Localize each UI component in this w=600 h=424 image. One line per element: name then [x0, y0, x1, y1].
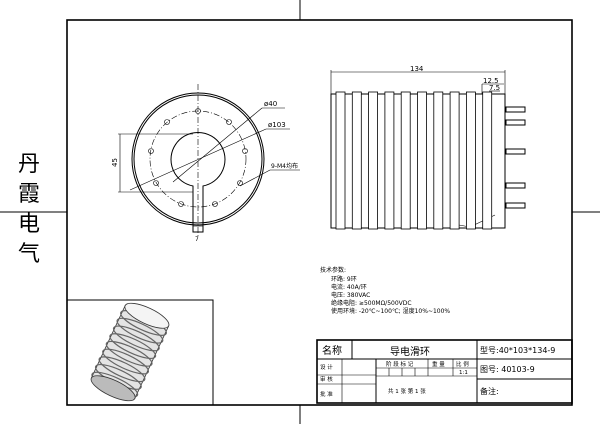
- ring-rib: [112, 325, 160, 352]
- review-label: 审 核: [320, 375, 333, 383]
- remarks-label: 备注:: [480, 386, 499, 396]
- title-block: 名称 导电滑环 型号:40*103*134-9 图号: 40103-9 备注: …: [316, 339, 573, 404]
- front-view: ø40 ø103 9-M4均布 45 7: [111, 84, 300, 243]
- ring-rib: [116, 317, 164, 344]
- scale-label: 比 例: [456, 360, 469, 368]
- technical-parameters: 技术参数: 环路: 9环 电流: 40A/环 电压: 380VAC 绝缘电阻: …: [320, 266, 450, 315]
- bolt-holes: [148, 108, 248, 207]
- weight-label: 重 量: [432, 360, 445, 368]
- model-number: 型号:40*103*134-9: [480, 346, 555, 355]
- ring-rib: [109, 333, 157, 360]
- tech-param-line: 绝缘电阻: ≥500MΩ/500VDC: [331, 299, 412, 307]
- dim-ring-width: 7.5: [489, 84, 500, 92]
- ring-rib: [105, 340, 153, 367]
- dim-inner-diameter: ø40: [264, 100, 277, 108]
- brand-char: 气: [17, 242, 40, 267]
- ring-segment: [351, 91, 362, 230]
- tech-param-line: 环路: 9环: [331, 275, 357, 283]
- company-name-vertical: 丹 霞 电 气: [14, 150, 44, 270]
- brand-char: 电: [17, 212, 40, 237]
- part-name: 导电滑环: [390, 345, 430, 358]
- dim-end-length: 12.5: [483, 77, 499, 85]
- ring-rib: [98, 356, 146, 383]
- terminal-pin: [505, 106, 526, 113]
- dim-height: 45: [111, 158, 119, 167]
- terminal-pin: [505, 148, 526, 155]
- ring-segment: [335, 91, 346, 230]
- ring-segment: [417, 91, 427, 230]
- dim-hole-pattern: 9-M4均布: [271, 162, 298, 170]
- terminal-pin: [505, 182, 526, 189]
- ring-segment: [433, 91, 444, 230]
- scale-value: 1:1: [459, 370, 468, 376]
- dim-length: 134: [410, 65, 424, 73]
- ring-segment: [384, 91, 395, 230]
- terminal-pin: [505, 202, 526, 209]
- design-label: 设 计: [320, 363, 333, 371]
- ring-rib: [102, 348, 150, 375]
- brand-char: 霞: [17, 182, 40, 207]
- drawing-number: 图号: 40103-9: [480, 365, 535, 374]
- approve-label: 批 准: [320, 390, 333, 398]
- dim-slot-width: 7: [195, 236, 199, 243]
- stage-mark-label: 阶 段 标 记: [386, 360, 414, 368]
- ring-segment: [400, 91, 411, 230]
- terminal-pin: [505, 119, 526, 126]
- tech-param-line: 电压: 380VAC: [331, 291, 370, 299]
- tech-param-line: 使用环境: -20℃~100℃; 湿度10%~100%: [331, 307, 450, 315]
- ring-segment: [368, 91, 379, 230]
- brand-char: 丹: [17, 152, 40, 177]
- ring-segment: [449, 91, 460, 230]
- dim-outer-diameter: ø103: [268, 121, 286, 129]
- product-3d-view: [66, 299, 214, 406]
- side-view: 134 12.5 7.5: [330, 65, 526, 230]
- name-label: 名称: [322, 344, 342, 357]
- sheet-count: 共 1 张 第 1 张: [388, 387, 426, 395]
- tech-params-title: 技术参数:: [320, 266, 346, 274]
- ring-segment: [465, 91, 476, 230]
- tech-param-line: 电流: 40A/环: [331, 283, 367, 291]
- ring-segment: [482, 91, 493, 230]
